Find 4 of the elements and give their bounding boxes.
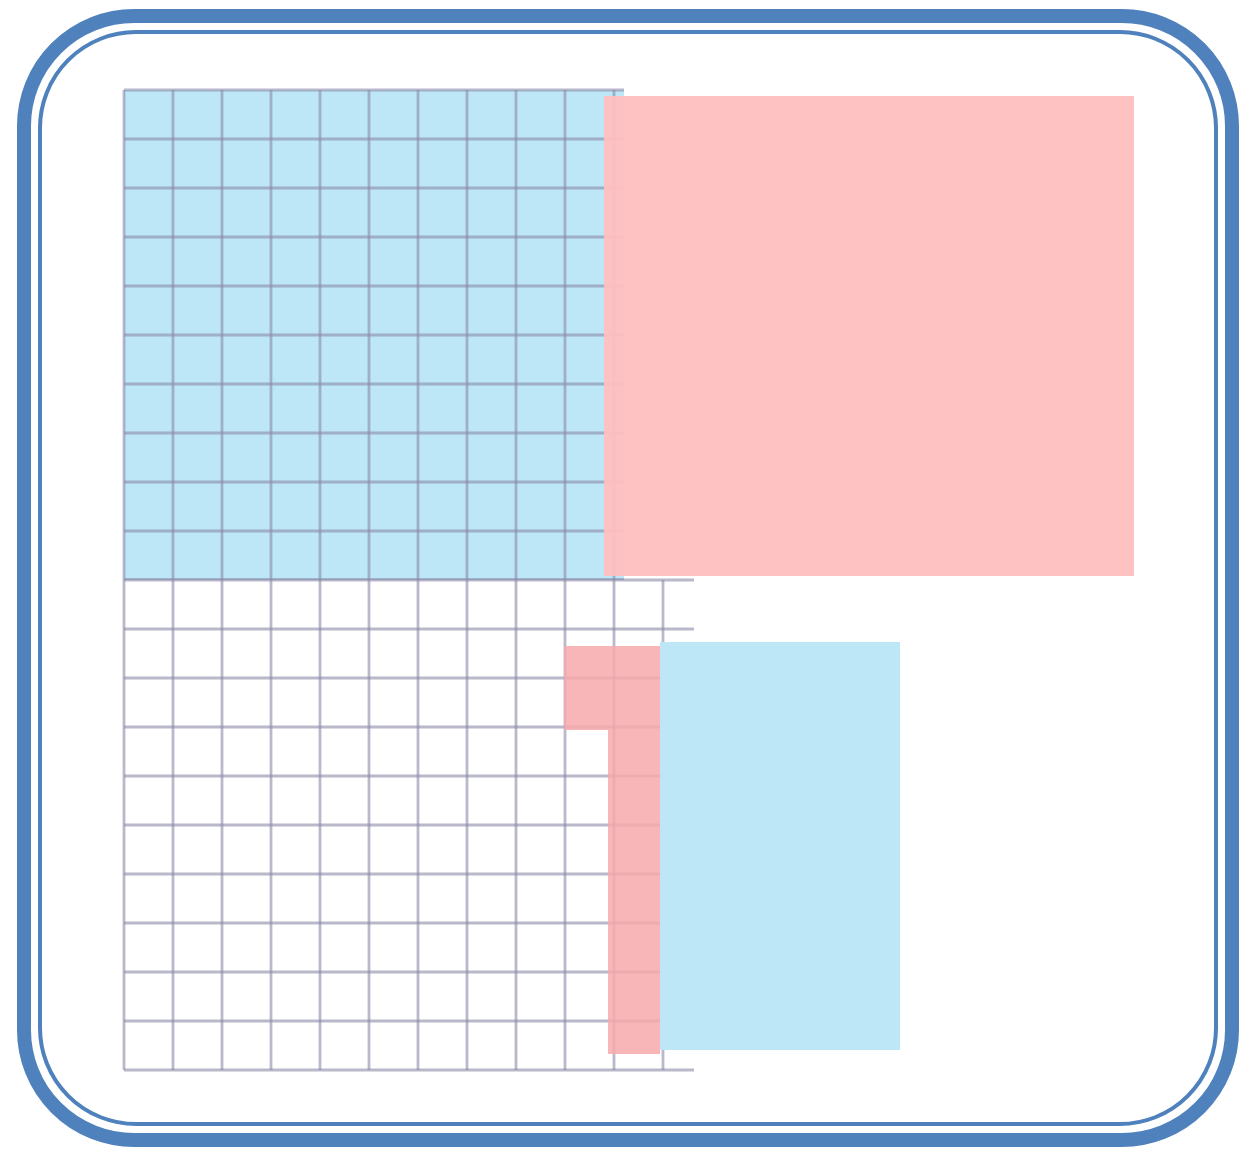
large-rectangle: [604, 96, 1134, 576]
small-square: [564, 646, 608, 730]
narrow-strip: [608, 646, 660, 1054]
tall-rectangle: [660, 642, 900, 1050]
